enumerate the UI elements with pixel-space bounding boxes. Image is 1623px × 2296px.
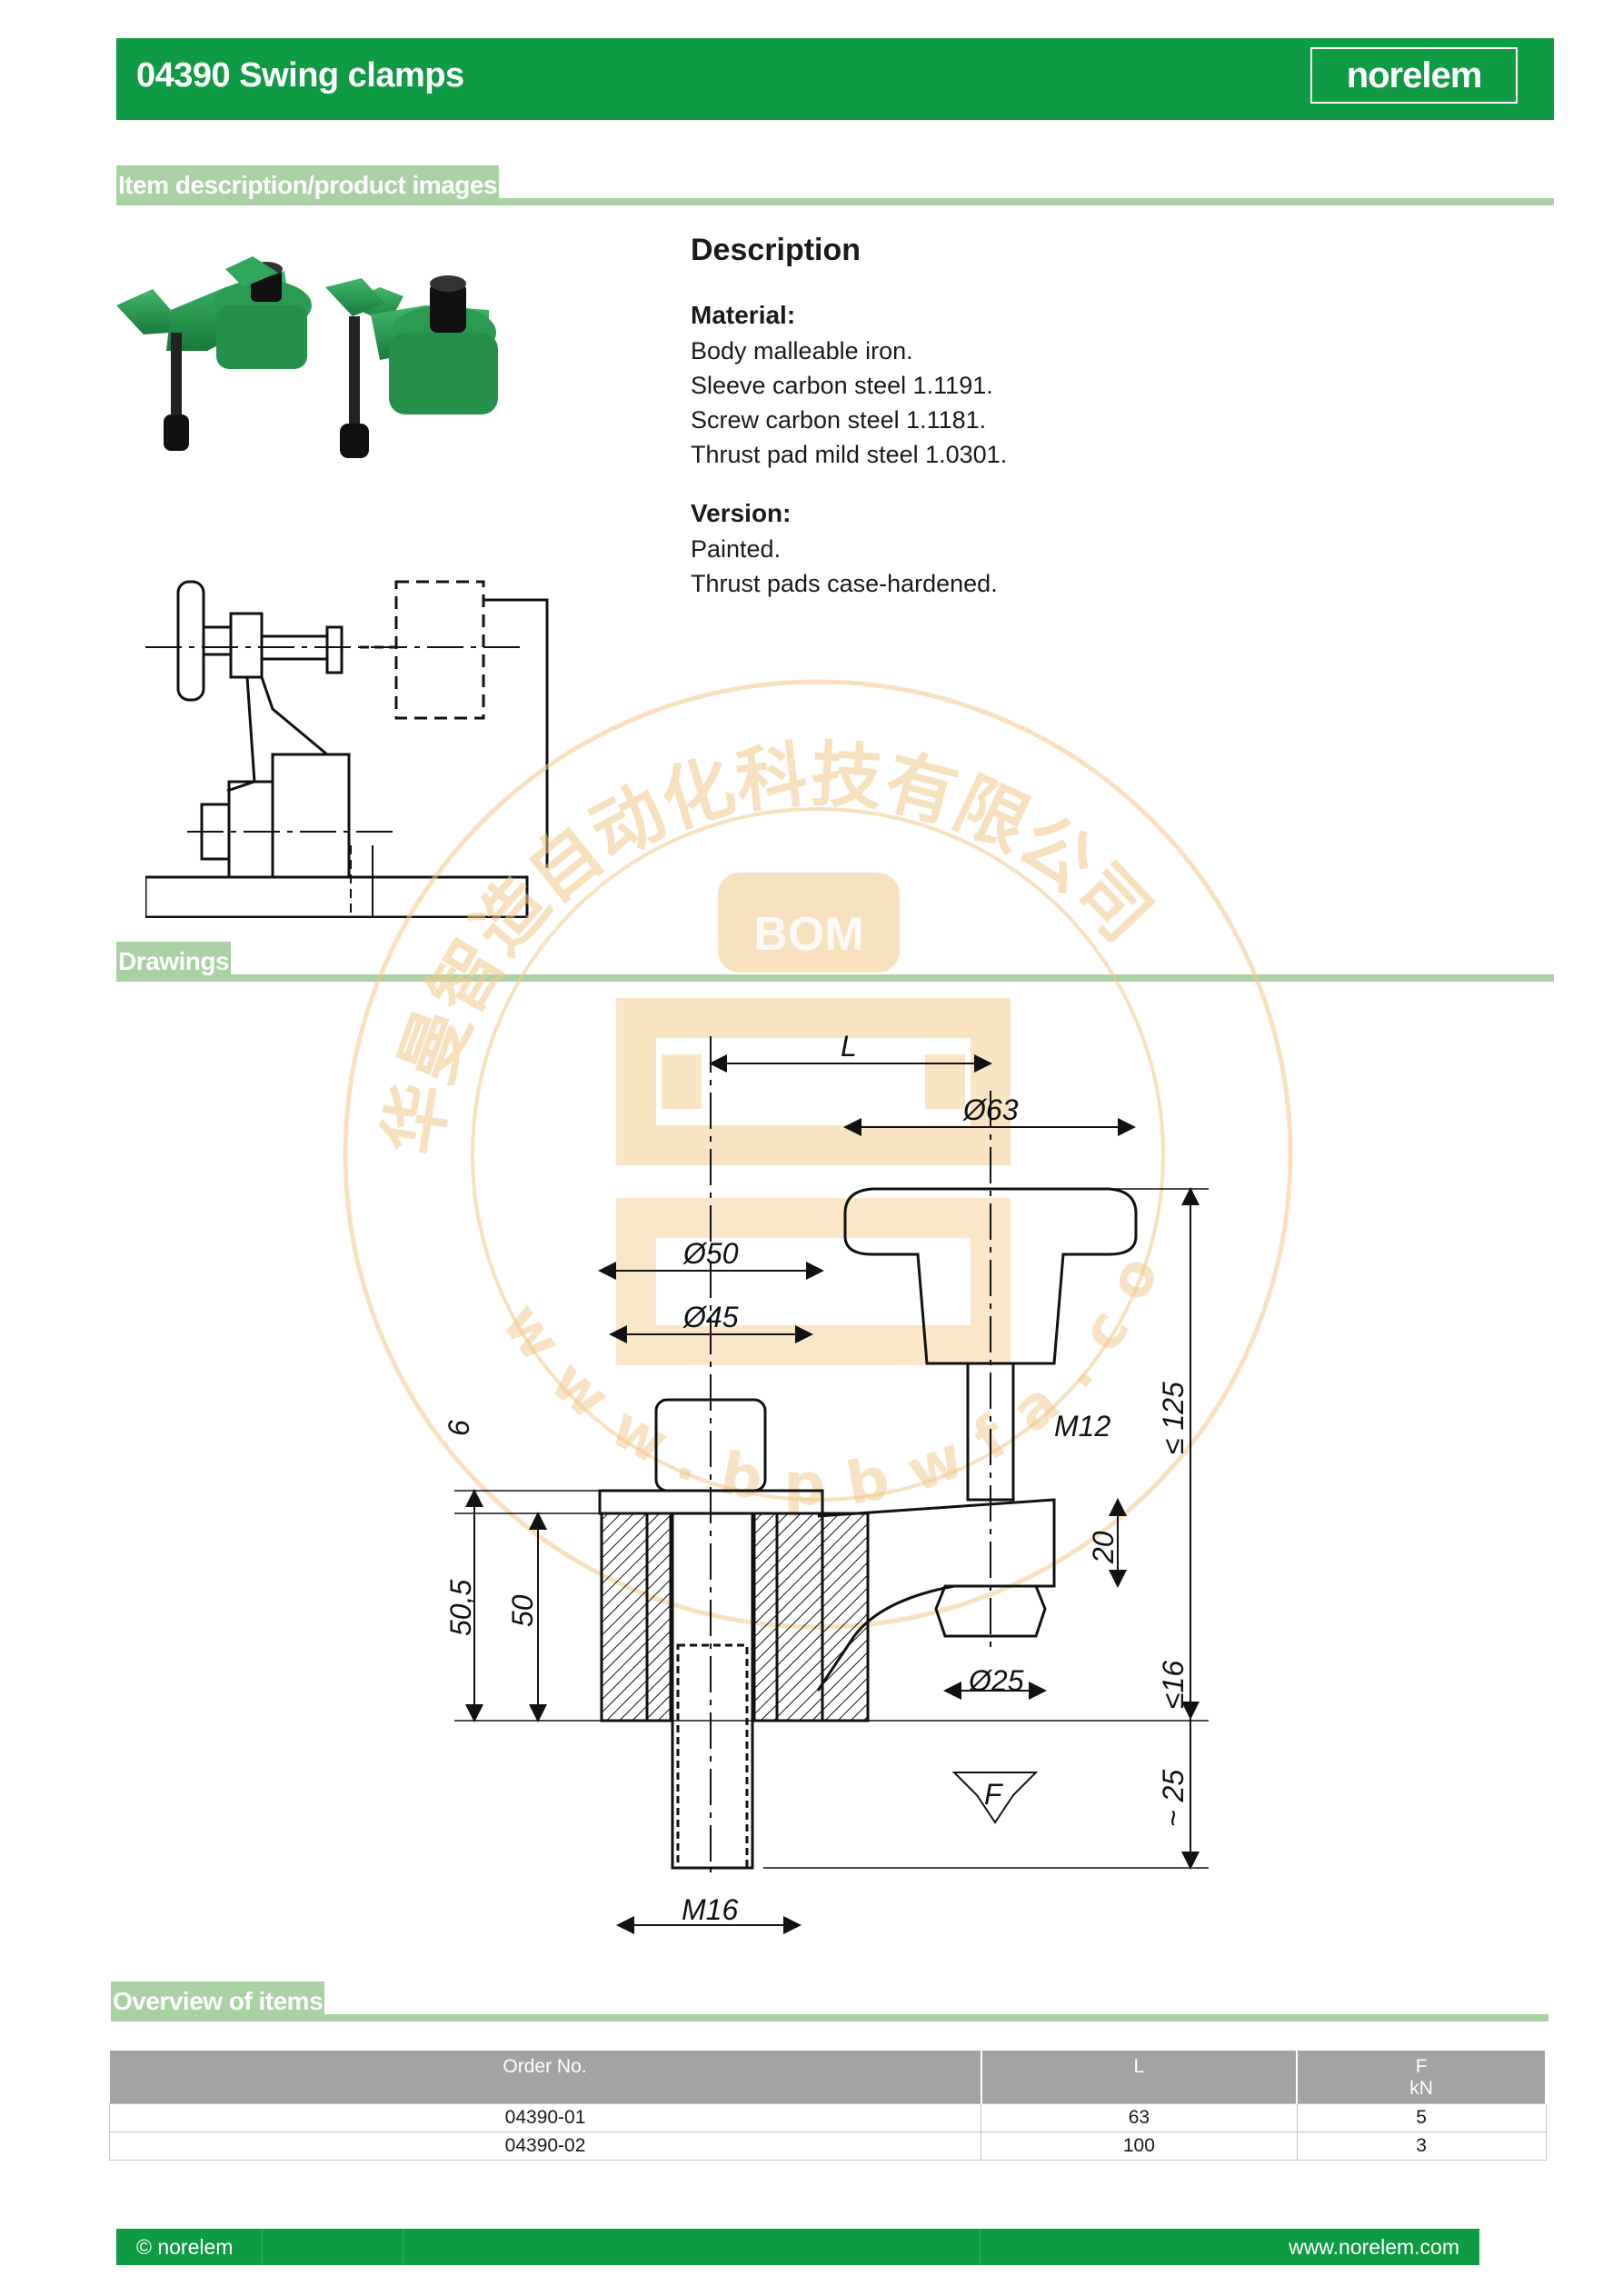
material-label: Material: — [691, 301, 796, 329]
dim-25: ~ 25 — [1157, 1770, 1190, 1827]
header-order-no: Order No. — [109, 2051, 982, 2103]
watermark-center-text: BOM — [753, 908, 863, 961]
header-l: L — [981, 2051, 1299, 2103]
section-divider — [111, 2014, 1548, 2021]
cell-order: 04390-01 — [108, 2102, 982, 2132]
dim-50: 50 — [506, 1594, 539, 1627]
footer-bar: © norelem www.norelem.com — [116, 2229, 1479, 2265]
cell-f: 5 — [1296, 2102, 1547, 2132]
version-line: Thrust pads case-hardened. — [691, 570, 998, 597]
material-line: Thrust pad mild steel 1.0301. — [691, 441, 1008, 468]
footer-separator — [980, 2229, 981, 2265]
material-line: Body malleable iron. — [691, 337, 913, 364]
dim-M12: M12 — [1054, 1410, 1110, 1442]
items-table: Order No. L F kN 04390-01 63 5 04390-02 … — [108, 2051, 1547, 2161]
table-row[interactable]: 04390-01 63 5 — [108, 2102, 1547, 2132]
description-block: Description Material: Body malleable iro… — [691, 233, 1508, 601]
material-line: Sleeve carbon steel 1.1191. — [691, 372, 993, 399]
dim-50-5: 50,5 — [444, 1580, 477, 1636]
side-view-drawing — [145, 580, 549, 918]
header-f-unit: kN — [1409, 2078, 1433, 2099]
section-label-description: Item description/product images — [116, 165, 500, 205]
header-f-label: F — [1415, 2056, 1428, 2077]
dim-20: 20 — [1087, 1531, 1120, 1564]
dim-d50: Ø50 — [682, 1237, 739, 1270]
technical-drawing: L Ø63 Ø50 Ø45 M12 Ø25 F M16 6 50,5 50 20… — [443, 1030, 1209, 1934]
table-row[interactable]: 04390-02 100 3 — [108, 2131, 1547, 2161]
footer-separator — [262, 2229, 263, 2265]
version-line: Painted. — [691, 535, 782, 563]
footer-website-link[interactable]: www.norelem.com — [1289, 2235, 1459, 2259]
material-line: Screw carbon steel 1.1181. — [691, 406, 987, 434]
cell-order: 04390-02 — [108, 2131, 982, 2161]
logo-text: norelem — [1346, 55, 1483, 95]
section-label-drawings: Drawings — [116, 942, 232, 982]
dim-L: L — [841, 1030, 857, 1063]
section-divider — [116, 974, 1554, 982]
page-title: 04390 Swing clamps — [136, 56, 464, 95]
norelem-logo: norelem — [1310, 47, 1518, 104]
dim-16: ≤16 — [1157, 1661, 1190, 1709]
description-heading: Description — [691, 233, 861, 267]
dim-6: 6 — [443, 1420, 475, 1436]
dim-F: F — [984, 1778, 1004, 1811]
dim-125: ≤ 125 — [1157, 1382, 1190, 1454]
cell-l: 63 — [981, 2102, 1298, 2132]
dim-d45: Ø45 — [682, 1301, 739, 1333]
footer-copyright: © norelem — [136, 2235, 234, 2259]
version-label: Version: — [691, 499, 792, 527]
dim-d63: Ø63 — [962, 1093, 1019, 1126]
cell-l: 100 — [981, 2131, 1298, 2161]
header-bar: 04390 Swing clamps norelem — [116, 38, 1554, 120]
product-photo — [116, 256, 498, 458]
header-f: F kN — [1297, 2051, 1547, 2103]
dim-M16: M16 — [682, 1893, 738, 1926]
cell-f: 3 — [1296, 2131, 1547, 2161]
section-divider — [116, 198, 1554, 205]
table-header-row: Order No. L F kN — [109, 2051, 1547, 2103]
section-label-overview: Overview of items — [111, 1982, 325, 2021]
dim-d25: Ø25 — [968, 1664, 1024, 1697]
